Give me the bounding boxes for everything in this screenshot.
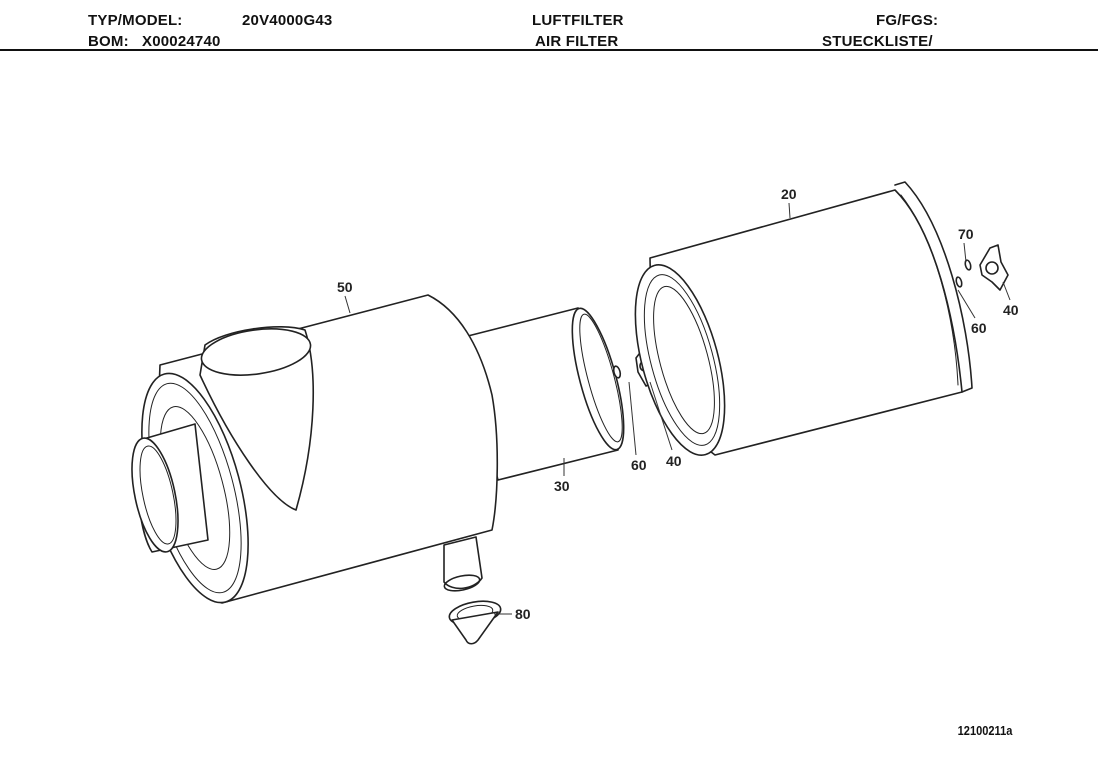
drawing-number: 12100211a — [957, 723, 1012, 738]
callout-40-left: 40 — [666, 453, 682, 469]
typ-model-value: 20V4000G43 — [242, 12, 333, 29]
callout-20: 20 — [781, 186, 797, 202]
part-20-outer-cover — [634, 181, 973, 456]
part-60-seal-ring-left — [612, 365, 622, 379]
callout-50: 50 — [337, 279, 353, 295]
leader-lines — [344, 202, 1011, 615]
header-rule — [0, 49, 1098, 51]
part-70-washer — [964, 259, 972, 271]
stueckliste-label: STUECKLISTE/ — [822, 33, 933, 50]
part-50-housing — [131, 294, 499, 604]
part-60-seal-ring-right — [955, 276, 963, 288]
part-30-inner-cartridge — [459, 307, 625, 481]
title-de: LUFTFILTER — [532, 12, 624, 29]
title-en: AIR FILTER — [535, 33, 619, 50]
fg-label: FG/FGS: — [876, 12, 939, 29]
part-40-wing-nut-right — [979, 244, 1009, 291]
callout-40-right: 40 — [1003, 302, 1019, 318]
callout-30: 30 — [554, 478, 570, 494]
part-80-drain-valve — [448, 600, 502, 645]
callout-60-left: 60 — [631, 457, 647, 473]
callout-80: 80 — [515, 606, 531, 622]
typ-model-label: TYP/MODEL: — [88, 12, 183, 29]
callout-60-right: 60 — [971, 320, 987, 336]
bom-value: X00024740 — [142, 33, 221, 50]
callout-70: 70 — [958, 226, 974, 242]
bom-label: BOM: — [88, 33, 129, 50]
